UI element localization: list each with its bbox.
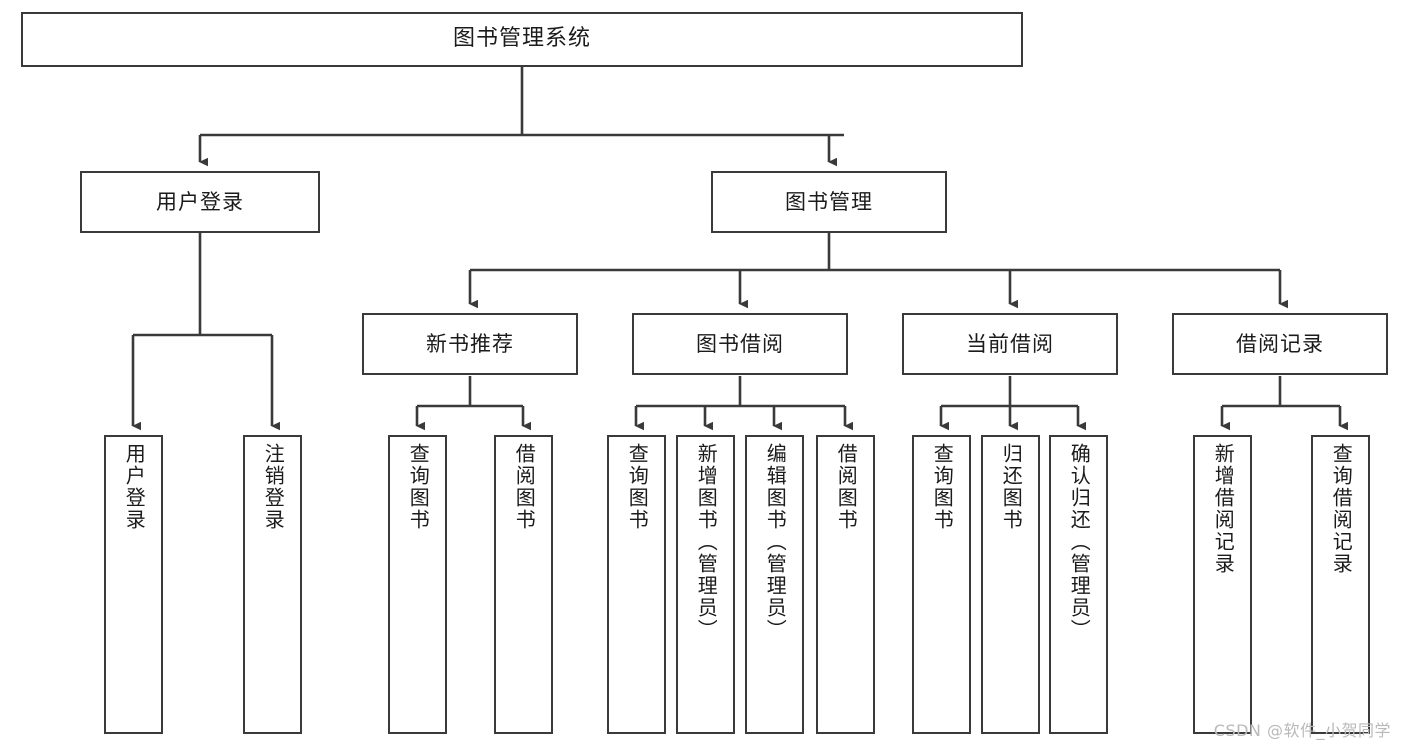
leaf-new-book-borrow[interactable]: 借阅图书	[494, 435, 553, 734]
leaf-current-return-book[interactable]: 归还图书	[981, 435, 1040, 734]
leaf-borrow-edit-book-admin[interactable]: 编辑图书（管理员）	[745, 435, 804, 734]
leaf-new-book-query[interactable]: 查询图书	[388, 435, 447, 734]
node-book-management[interactable]: 图书管理	[711, 171, 947, 233]
leaf-record-query[interactable]: 查询借阅记录	[1311, 435, 1370, 734]
leaf-current-query-book[interactable]: 查询图书	[912, 435, 971, 734]
node-root-system[interactable]: 图书管理系统	[21, 12, 1023, 67]
node-current-borrow[interactable]: 当前借阅	[902, 313, 1118, 375]
csdn-watermark: CSDN @软件_小贺同学	[1213, 721, 1391, 740]
leaf-borrow-query-book[interactable]: 查询图书	[607, 435, 666, 734]
node-new-book-recommend[interactable]: 新书推荐	[362, 313, 578, 375]
node-user-login[interactable]: 用户登录	[80, 171, 320, 233]
leaf-record-add[interactable]: 新增借阅记录	[1193, 435, 1252, 734]
node-borrow-record[interactable]: 借阅记录	[1172, 313, 1388, 375]
leaf-current-confirm-return-admin[interactable]: 确认归还（管理员）	[1049, 435, 1108, 734]
leaf-user-login-logout[interactable]: 注销登录	[243, 435, 302, 734]
node-book-borrow[interactable]: 图书借阅	[632, 313, 848, 375]
leaf-borrow-add-book-admin[interactable]: 新增图书（管理员）	[676, 435, 735, 734]
leaf-user-login-signin[interactable]: 用户登录	[104, 435, 163, 734]
leaf-borrow-lend-book[interactable]: 借阅图书	[816, 435, 875, 734]
